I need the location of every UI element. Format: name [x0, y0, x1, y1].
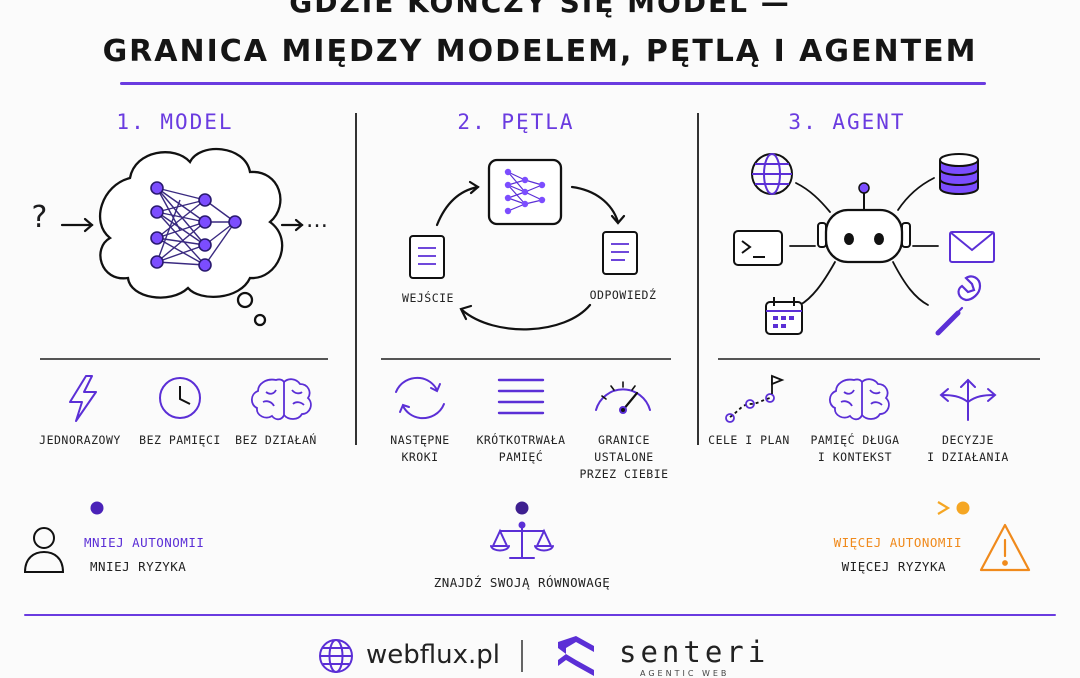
column-divider-1 [355, 113, 357, 445]
more-autonomy-label: WIĘCEJ AUTONOMII [833, 535, 962, 550]
refresh-icon [395, 376, 445, 420]
page-title-line2: GRANICA MIĘDZY MODELEM, PĘTLĄ I AGENTEM [102, 34, 978, 69]
footer-brand-tagline: AGENTIC WEB [640, 669, 730, 678]
loop-arrows-icon [435, 180, 626, 331]
robot-icon [817, 182, 911, 264]
mail-icon [949, 231, 995, 263]
model-input-symbol: ? [30, 200, 49, 235]
footer-brand-senteri[interactable]: senteri [619, 635, 770, 669]
footer-rule [24, 614, 1056, 616]
user-icon [23, 527, 65, 573]
globe-icon [751, 153, 793, 195]
feature-label-model-2: BEZ PAMIĘCI [139, 433, 221, 447]
gauge-icon [595, 381, 651, 414]
clock-icon [159, 377, 201, 419]
input-document-icon [409, 235, 445, 279]
senteri-logo-icon [558, 636, 594, 676]
title-underline [120, 82, 986, 85]
scale-start-dot [90, 501, 104, 515]
loop-separator [381, 358, 671, 360]
calendar-icon [765, 297, 803, 335]
section-heading-loop: 2. PĘTLA [457, 110, 575, 134]
feature-label-agent-1: CELE I PLAN [708, 433, 790, 447]
neural-network-box-icon [487, 158, 563, 226]
section-heading-model: 1. MODEL [116, 110, 234, 134]
scale-mid-dot [515, 501, 529, 515]
lines-icon [497, 378, 545, 415]
feature-label-loop-1: NASTĘPNE KROKI [390, 433, 450, 464]
page-title-line1: GDZIE KOŃCZY SIĘ MODEL — [289, 0, 791, 19]
find-balance-label: ZNAJDŹ SWOJĄ RÓWNOWAGĘ [433, 575, 611, 590]
feature-label-loop-3: GRANICE USTALONE PRZEZ CIEBIE [579, 433, 669, 481]
feature-label-loop-2: KRÓTKOTRWAŁA PAMIĘĆ [476, 433, 566, 464]
globe-icon [319, 639, 353, 673]
thought-cloud-icon [99, 147, 284, 327]
output-document-icon [602, 231, 638, 275]
model-output-symbol: … [306, 208, 328, 233]
model-separator [40, 358, 328, 360]
balance-scale-icon [490, 521, 554, 559]
feature-label-agent-3: DECYZJE I DZIAŁANIA [927, 433, 1009, 464]
more-risk-label: WIĘCEJ RYZYKA [841, 559, 946, 574]
feature-label-model-3: BEZ DZIAŁAŃ [235, 433, 317, 447]
path-flag-icon [725, 374, 785, 423]
loop-output-label: ODPOWIEDŹ [589, 288, 657, 302]
input-arrow-icon [60, 217, 94, 233]
column-divider-2 [697, 113, 699, 445]
loop-input-label: WEJŚCIE [402, 291, 454, 305]
feature-label-model-1: JEDNORAZOWY [39, 433, 121, 447]
less-autonomy-label: MNIEJ AUTONOMII [84, 535, 205, 550]
output-arrow-icon [280, 218, 304, 232]
lightning-icon [69, 375, 97, 422]
arrows-split-icon [939, 378, 997, 421]
less-risk-label: MNIEJ RYZYKA [90, 559, 187, 574]
database-icon [939, 153, 979, 195]
terminal-icon [733, 230, 783, 266]
brain-icon [250, 378, 312, 421]
section-heading-agent: 3. AGENT [788, 110, 906, 134]
agent-separator [718, 358, 1040, 360]
scale-end-dot [956, 501, 970, 515]
warning-icon [979, 523, 1031, 572]
wrench-icon [935, 275, 982, 336]
brain-icon [828, 378, 890, 421]
feature-label-agent-2: PAMIĘĆ DŁUGA I KONTEKST [810, 433, 900, 464]
footer-brand-webflux[interactable]: webflux.pl [366, 640, 500, 670]
